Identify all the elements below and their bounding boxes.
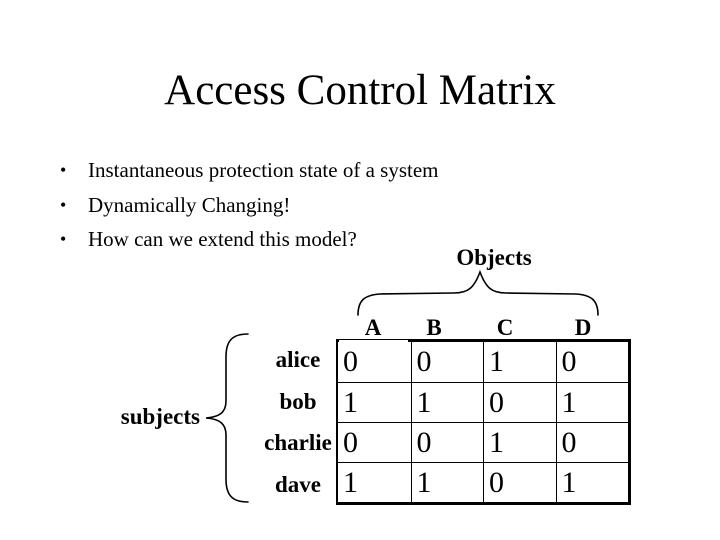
matrix-cell-charlie-D: 0 [555,422,628,462]
row-label-dave: dave [275,471,321,497]
bullet-text: How can we extend this model? [88,227,357,252]
matrix-cell-charlie-C: 1 [483,422,556,462]
matrix-cell-charlie-A: 0 [338,422,411,462]
matrix-cell-alice-D: 0 [555,342,629,382]
bullet-item: • How can we extend this model? [52,222,612,257]
row-label-alice: alice [275,347,321,372]
bullet-icon: • [60,194,67,215]
objects-brace-icon [357,269,599,316]
matrix-cell-dave-A: 1 [338,462,411,502]
matrix-cell-dave-D: 1 [555,462,628,502]
column-header-A: A [364,315,382,340]
table-border-thin-segment [339,340,408,343]
matrix-cell-bob-C: 0 [483,382,556,422]
matrix-cell-bob-D: 1 [555,382,628,422]
matrix-cell-bob-B: 1 [410,382,483,422]
bullet-icon: • [60,229,67,250]
subjects-label: subjects [120,404,200,429]
bullet-text: Instantaneous protection state of a syst… [88,158,439,182]
matrix-cell-alice-C: 1 [483,342,556,382]
column-header-D: D [574,315,592,340]
bullet-icon: • [60,160,67,180]
matrix-cell-alice-A: 0 [343,345,358,378]
matrix-cell-dave-C: 0 [483,462,556,502]
bullet-text: Dynamically Changing! [88,192,291,217]
matrix-cell-bob-A: 1 [338,382,411,422]
matrix-cell-dave-B: 1 [410,462,483,502]
bullet-item: • Instantaneous protection state of a sys… [52,153,612,188]
row-label-charlie: charlie [264,430,332,455]
bullet-item: • Dynamically Changing! [52,188,612,223]
matrix-cell-alice-B: 0 [410,342,484,382]
slide-title: Access Control Matrix [164,67,556,114]
subjects-brace-icon [205,333,249,503]
matrix-cell-charlie-B: 0 [410,422,483,462]
bullet-list: • Instantaneous protection state of a sys… [52,153,612,257]
column-header-C: C [496,315,514,340]
objects-label: Objects [456,245,532,270]
access-matrix-table: 0 0 1 0 1 1 0 1 0 0 1 0 1 1 0 1 [336,339,631,505]
column-header-B: B [426,315,442,340]
row-label-bob: bob [279,388,317,414]
